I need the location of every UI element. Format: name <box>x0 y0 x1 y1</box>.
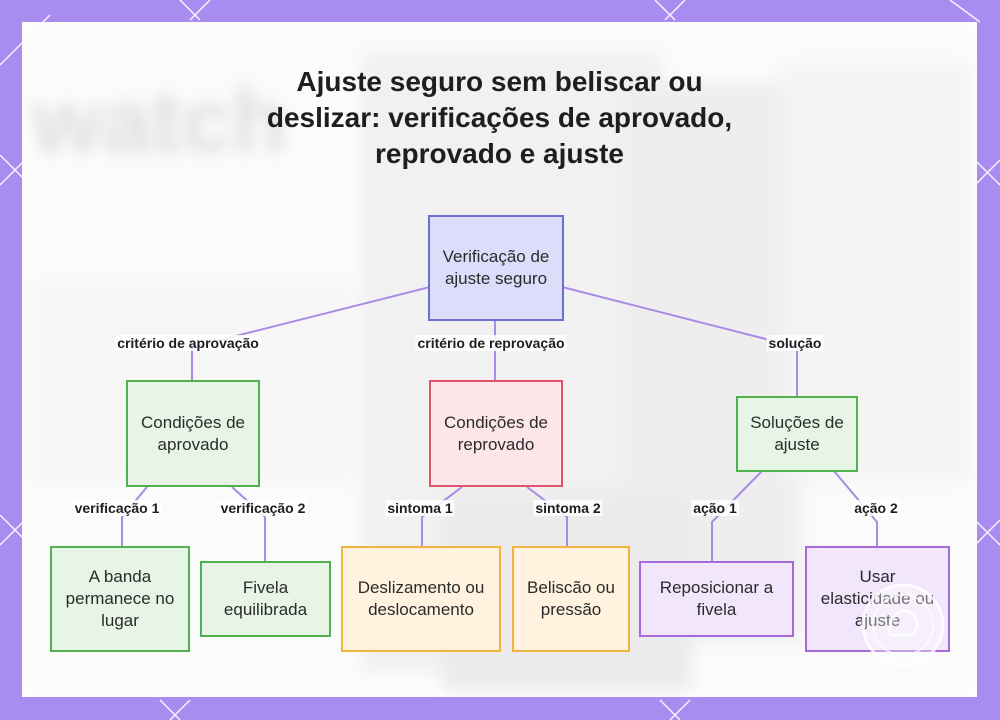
node-slipping: Deslizamento ou deslocamento <box>341 546 501 652</box>
edge-label-symptom-2: sintoma 2 <box>533 500 603 516</box>
edge-label-symptom-1: sintoma 1 <box>385 500 455 516</box>
title-line: reprovado e ajuste <box>375 138 624 169</box>
svg-text:watch: watch <box>31 72 287 172</box>
node-balanced-buckle: Fivela equilibrada <box>200 561 331 637</box>
edge-label-action-2: ação 2 <box>852 500 900 516</box>
page-title: Ajuste seguro sem beliscar ou deslizar: … <box>22 64 977 172</box>
node-use-elasticity: Usar elasticidade ou ajuste <box>805 546 950 652</box>
edge-label-rejection: critério de reprovação <box>415 335 567 351</box>
edge-label-solution: solução <box>766 335 824 351</box>
edge-root-adjust <box>561 286 798 397</box>
edge-adjust-action2 <box>833 470 878 547</box>
edge-label-check-2: verificação 2 <box>218 500 308 516</box>
edge-label-approval: critério de aprovação <box>115 335 261 351</box>
edge-label-action-1: ação 1 <box>691 500 739 516</box>
logo-watermark-icon <box>861 583 945 667</box>
edge-fail-symptom2 <box>526 486 568 547</box>
title-line: deslizar: verificações de aprovado, <box>266 102 733 133</box>
edge-pass-check1 <box>121 486 148 547</box>
node-pass-conditions: Condições de aprovado <box>126 380 260 487</box>
node-pinching: Beliscão ou pressão <box>512 546 630 652</box>
edge-pass-check2 <box>231 486 266 562</box>
node-reposition-buckle: Reposicionar a fivela <box>639 561 794 637</box>
edge-adjust-action1 <box>711 470 763 562</box>
edge-label-check-1: verificação 1 <box>72 500 162 516</box>
node-safe-fit-check: Verificação de ajuste seguro <box>428 215 564 321</box>
diagram-card: watch Ajuste seguro sem beliscar ou desl… <box>22 22 977 697</box>
node-fail-conditions: Condições de reprovado <box>429 380 563 487</box>
node-band-stays: A banda permanece no lugar <box>50 546 190 652</box>
edge-fail-symptom1 <box>421 486 463 547</box>
node-adjust-solutions: Soluções de ajuste <box>736 396 858 472</box>
title-line: Ajuste seguro sem beliscar ou <box>296 66 703 97</box>
